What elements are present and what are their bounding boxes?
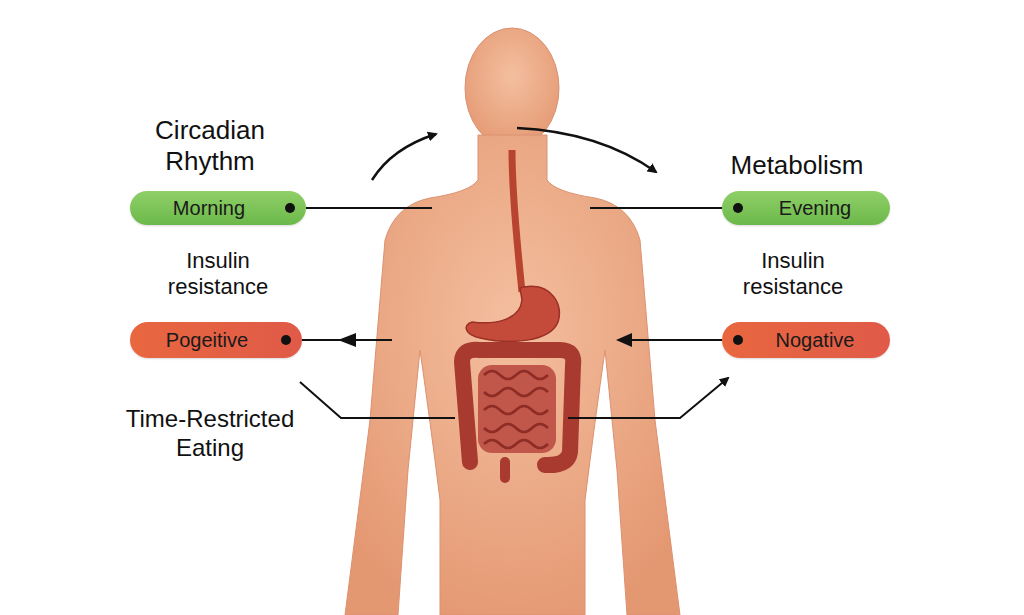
leader-line [300,382,455,418]
text-label: Metabolism [687,150,907,181]
curved-arrow [517,128,656,172]
stomach [466,286,559,341]
text-label: Time-Restricted Eating [95,405,325,463]
pill-box: Nogative [722,322,890,358]
small-intestine [478,365,556,453]
pill-text: Evening [779,197,851,220]
pill-text: Morning [173,197,245,220]
connector-dot [285,203,295,213]
pill-text: Nogative [776,329,855,352]
curved-arrow [372,134,436,180]
large-intestine [462,350,573,465]
text-label: Insulin resistance [713,248,873,301]
intestine-loops [484,371,548,448]
leader-line [590,207,722,209]
rectum [500,462,510,478]
pill-text: Pogeitive [166,329,248,352]
leader-line [618,339,722,341]
esophagus [512,150,522,292]
leader-arrow [568,378,728,418]
pill-box: Pogeitive [130,322,302,358]
leader-line [306,207,432,209]
text-label: Insulin resistance [138,248,298,301]
pill-box: Morning [130,191,306,225]
text-label: Circadian Rhythm [125,115,295,177]
connector-dot [733,203,743,213]
connector-dot [281,335,291,345]
arrowhead [616,333,632,347]
arrowhead [338,333,356,347]
pill-box: Evening [722,191,890,225]
connector-dot [733,335,743,345]
